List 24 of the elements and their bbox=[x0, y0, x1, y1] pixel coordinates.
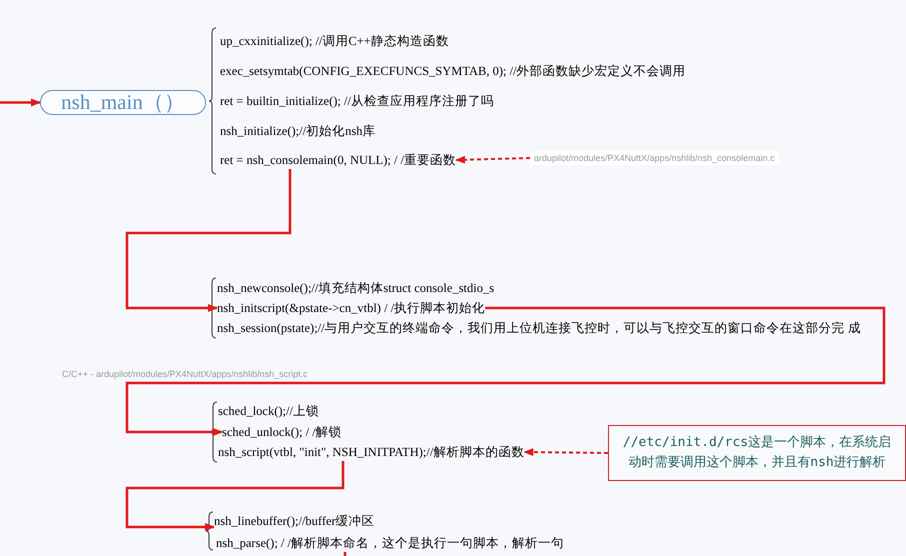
code-line: ret = nsh_consolemain(0, NULL); / /重要函数 bbox=[220, 153, 456, 167]
code-line: nsh_initscript(&pstate->cn_vtbl) / /执行脚本初始化 bbox=[217, 301, 486, 315]
note-text: //etc/init.d/rcs这是一个脚本，在系统启动时需要调用这个脚本，并且有nsh进行解析 bbox=[622, 434, 892, 472]
arrow bbox=[126, 169, 292, 312]
code-line: nsh_initialize();//初始化nsh库 bbox=[220, 124, 376, 138]
code-line: ret = builtin_initialize(); //从检查应用程序注册了吗 bbox=[220, 94, 494, 108]
arrow bbox=[126, 461, 344, 531]
code-line: nsh_linebuffer();//buffer缓冲区 bbox=[214, 514, 375, 528]
function-name: nsh_main（） bbox=[61, 92, 185, 113]
code-line: nsh_script(vtbl, "init", NSH_INITPATH);//解析脚本的函数 bbox=[218, 445, 524, 459]
file-path-label: ardupilot/modules/PX4NuttX/apps/nshlib/nsh_consolemain.c bbox=[534, 153, 775, 163]
arrow bbox=[126, 306, 886, 436]
arrow bbox=[0, 98, 41, 106]
code-line: sched_unlock(); / /解锁 bbox=[222, 425, 342, 439]
code-line: exec_setsymtab(CONFIG_EXECFUNCS_SYMTAB, 0); //外部函数缺少宏定义不会调用 bbox=[220, 64, 686, 78]
code-line: nsh_newconsole();//填充结构体struct console_stdio_s bbox=[217, 281, 494, 295]
code-line: nsh_session(pstate);//与用户交互的终端命令，我们用上位机连接飞控时，可以与飞控交互的窗口命令在这部分完 成 bbox=[217, 321, 861, 335]
file-path-label: C/C++ - ardupilot/modules/PX4NuttX/apps/nshlib/nsh_script.c bbox=[62, 368, 308, 381]
arrow bbox=[455, 156, 530, 164]
arrow bbox=[523, 448, 608, 456]
code-line: nsh_parse(); / /解析脚本命名，这个是执行一句脚本，解析一句 bbox=[216, 536, 564, 550]
note-box bbox=[608, 425, 906, 481]
code-line: sched_lock();//上锁 bbox=[218, 404, 319, 418]
code-line: up_cxxinitialize(); //调用C++静态构造函数 bbox=[220, 34, 449, 48]
